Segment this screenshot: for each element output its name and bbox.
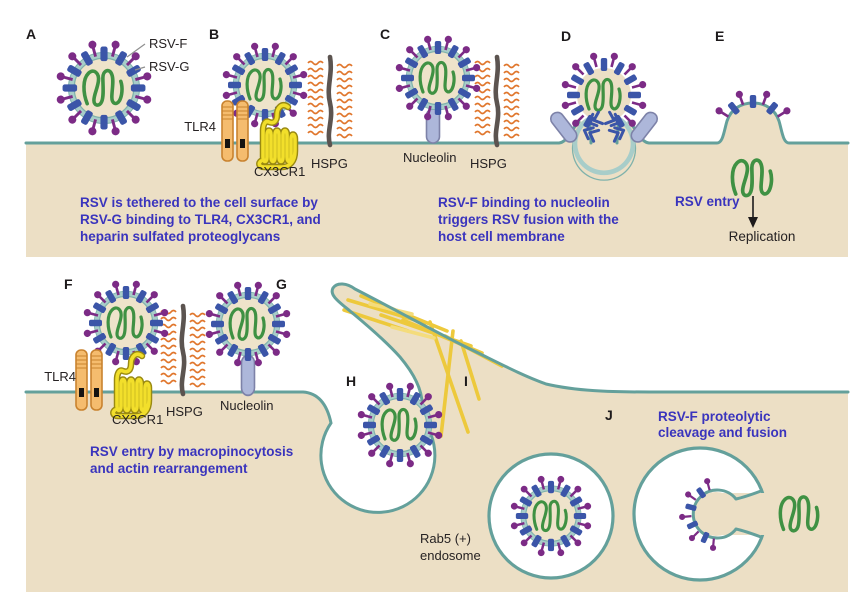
virus-particle-g: [205, 281, 291, 367]
caption-macropinocytosis-line2: and actin rearrangement: [90, 461, 248, 476]
panel-letter-f: F: [64, 276, 73, 292]
caption-tethering-line2: RSV-G binding to TLR4, CX3CR1, and: [80, 212, 321, 227]
plasma-membrane-bottom: [24, 282, 850, 514]
panel-letter-e: E: [715, 28, 724, 44]
nucleolin-label-top: Nucleolin: [403, 150, 456, 165]
rab5-endosome: [487, 452, 615, 580]
nucleolin-receptor-g: [240, 354, 256, 397]
fusing-virus-d: [547, 50, 661, 181]
hspg-receptor-b: [308, 57, 352, 145]
replication-label: Replication: [729, 229, 796, 244]
rsv-f-pointer-line: [126, 43, 146, 58]
cx3cr1-label-top: CX3CR1: [254, 164, 305, 179]
replication-arrowhead: [748, 217, 758, 228]
panel-letter-c: C: [380, 26, 390, 42]
rsv-f-label: RSV-F: [149, 36, 187, 51]
caption-fusion: RSV-F binding to nucleolin triggers RSV …: [438, 195, 619, 244]
panel-letter-a: A: [26, 26, 36, 42]
caption-macropinocytosis-line1: RSV entry by macropinocytosis: [90, 444, 293, 459]
caption-macropinocytosis: RSV entry by macropinocytosis and actin …: [90, 444, 293, 476]
cx3cr1-label-bottom: CX3CR1: [112, 412, 163, 427]
virus-particle-c: [395, 35, 481, 121]
top-cytoplasm: [26, 143, 848, 257]
panel-letter-h: H: [346, 373, 356, 389]
rsv-g-label: RSV-G: [149, 59, 189, 74]
hspg-label-top-right: HSPG: [470, 156, 507, 171]
caption-cleavage-line1: RSV-F proteolytic: [658, 409, 771, 424]
caption-fusion-line2: triggers RSV fusion with the: [438, 212, 619, 227]
caption-tethering-line1: RSV is tethered to the cell surface by: [80, 195, 318, 210]
virus-particle-a: [56, 40, 152, 136]
caption-fusion-line3: host cell membrane: [438, 229, 565, 244]
hspg-receptor-f: [161, 306, 205, 394]
panel-letter-b: B: [209, 26, 219, 42]
hspg-label-top-left: HSPG: [311, 156, 348, 171]
virus-particle-b: [222, 42, 308, 128]
caption-cleavage: RSV-F proteolytic cleavage and fusion: [658, 409, 787, 440]
caption-fusion-line1: RSV-F binding to nucleolin: [438, 195, 610, 210]
caption-tethering-line3: heparin sulfated proteoglycans: [80, 229, 280, 244]
fusion-endosome-j: [632, 446, 820, 582]
rsv-g-pointer-line: [134, 66, 146, 71]
rab5-label-line1: Rab5 (+): [420, 531, 471, 546]
tlr4-label-bottom: TLR4: [44, 369, 76, 384]
hspg-label-bottom: HSPG: [166, 404, 203, 419]
hspg-receptor-c: [475, 57, 519, 145]
entry-bump-fill: [717, 103, 789, 146]
top-cell-section: A RSV-F RSV-G B TLR4 CX3CR1 HSPG C Nucle…: [24, 26, 850, 257]
panel-letter-i: I: [464, 373, 468, 389]
tlr4-label-top: TLR4: [184, 119, 216, 134]
panel-letter-j: J: [605, 407, 613, 423]
panel-letter-g: G: [276, 276, 287, 292]
virus-particle-h: [357, 382, 443, 468]
panel-letter-d: D: [561, 28, 571, 44]
rab5-label-line2: endosome: [420, 548, 481, 563]
bottom-cell-section: F TLR4 CX3CR1 HSPG G Nucleolin H I Rab5 …: [24, 276, 850, 592]
caption-rsv-entry: RSV entry: [675, 194, 740, 209]
nucleolin-label-bottom: Nucleolin: [220, 398, 273, 413]
virus-particle-endosome: [510, 475, 592, 557]
caption-cleavage-line2: cleavage and fusion: [658, 425, 787, 440]
caption-tethering: RSV is tethered to the cell surface by R…: [80, 195, 321, 244]
